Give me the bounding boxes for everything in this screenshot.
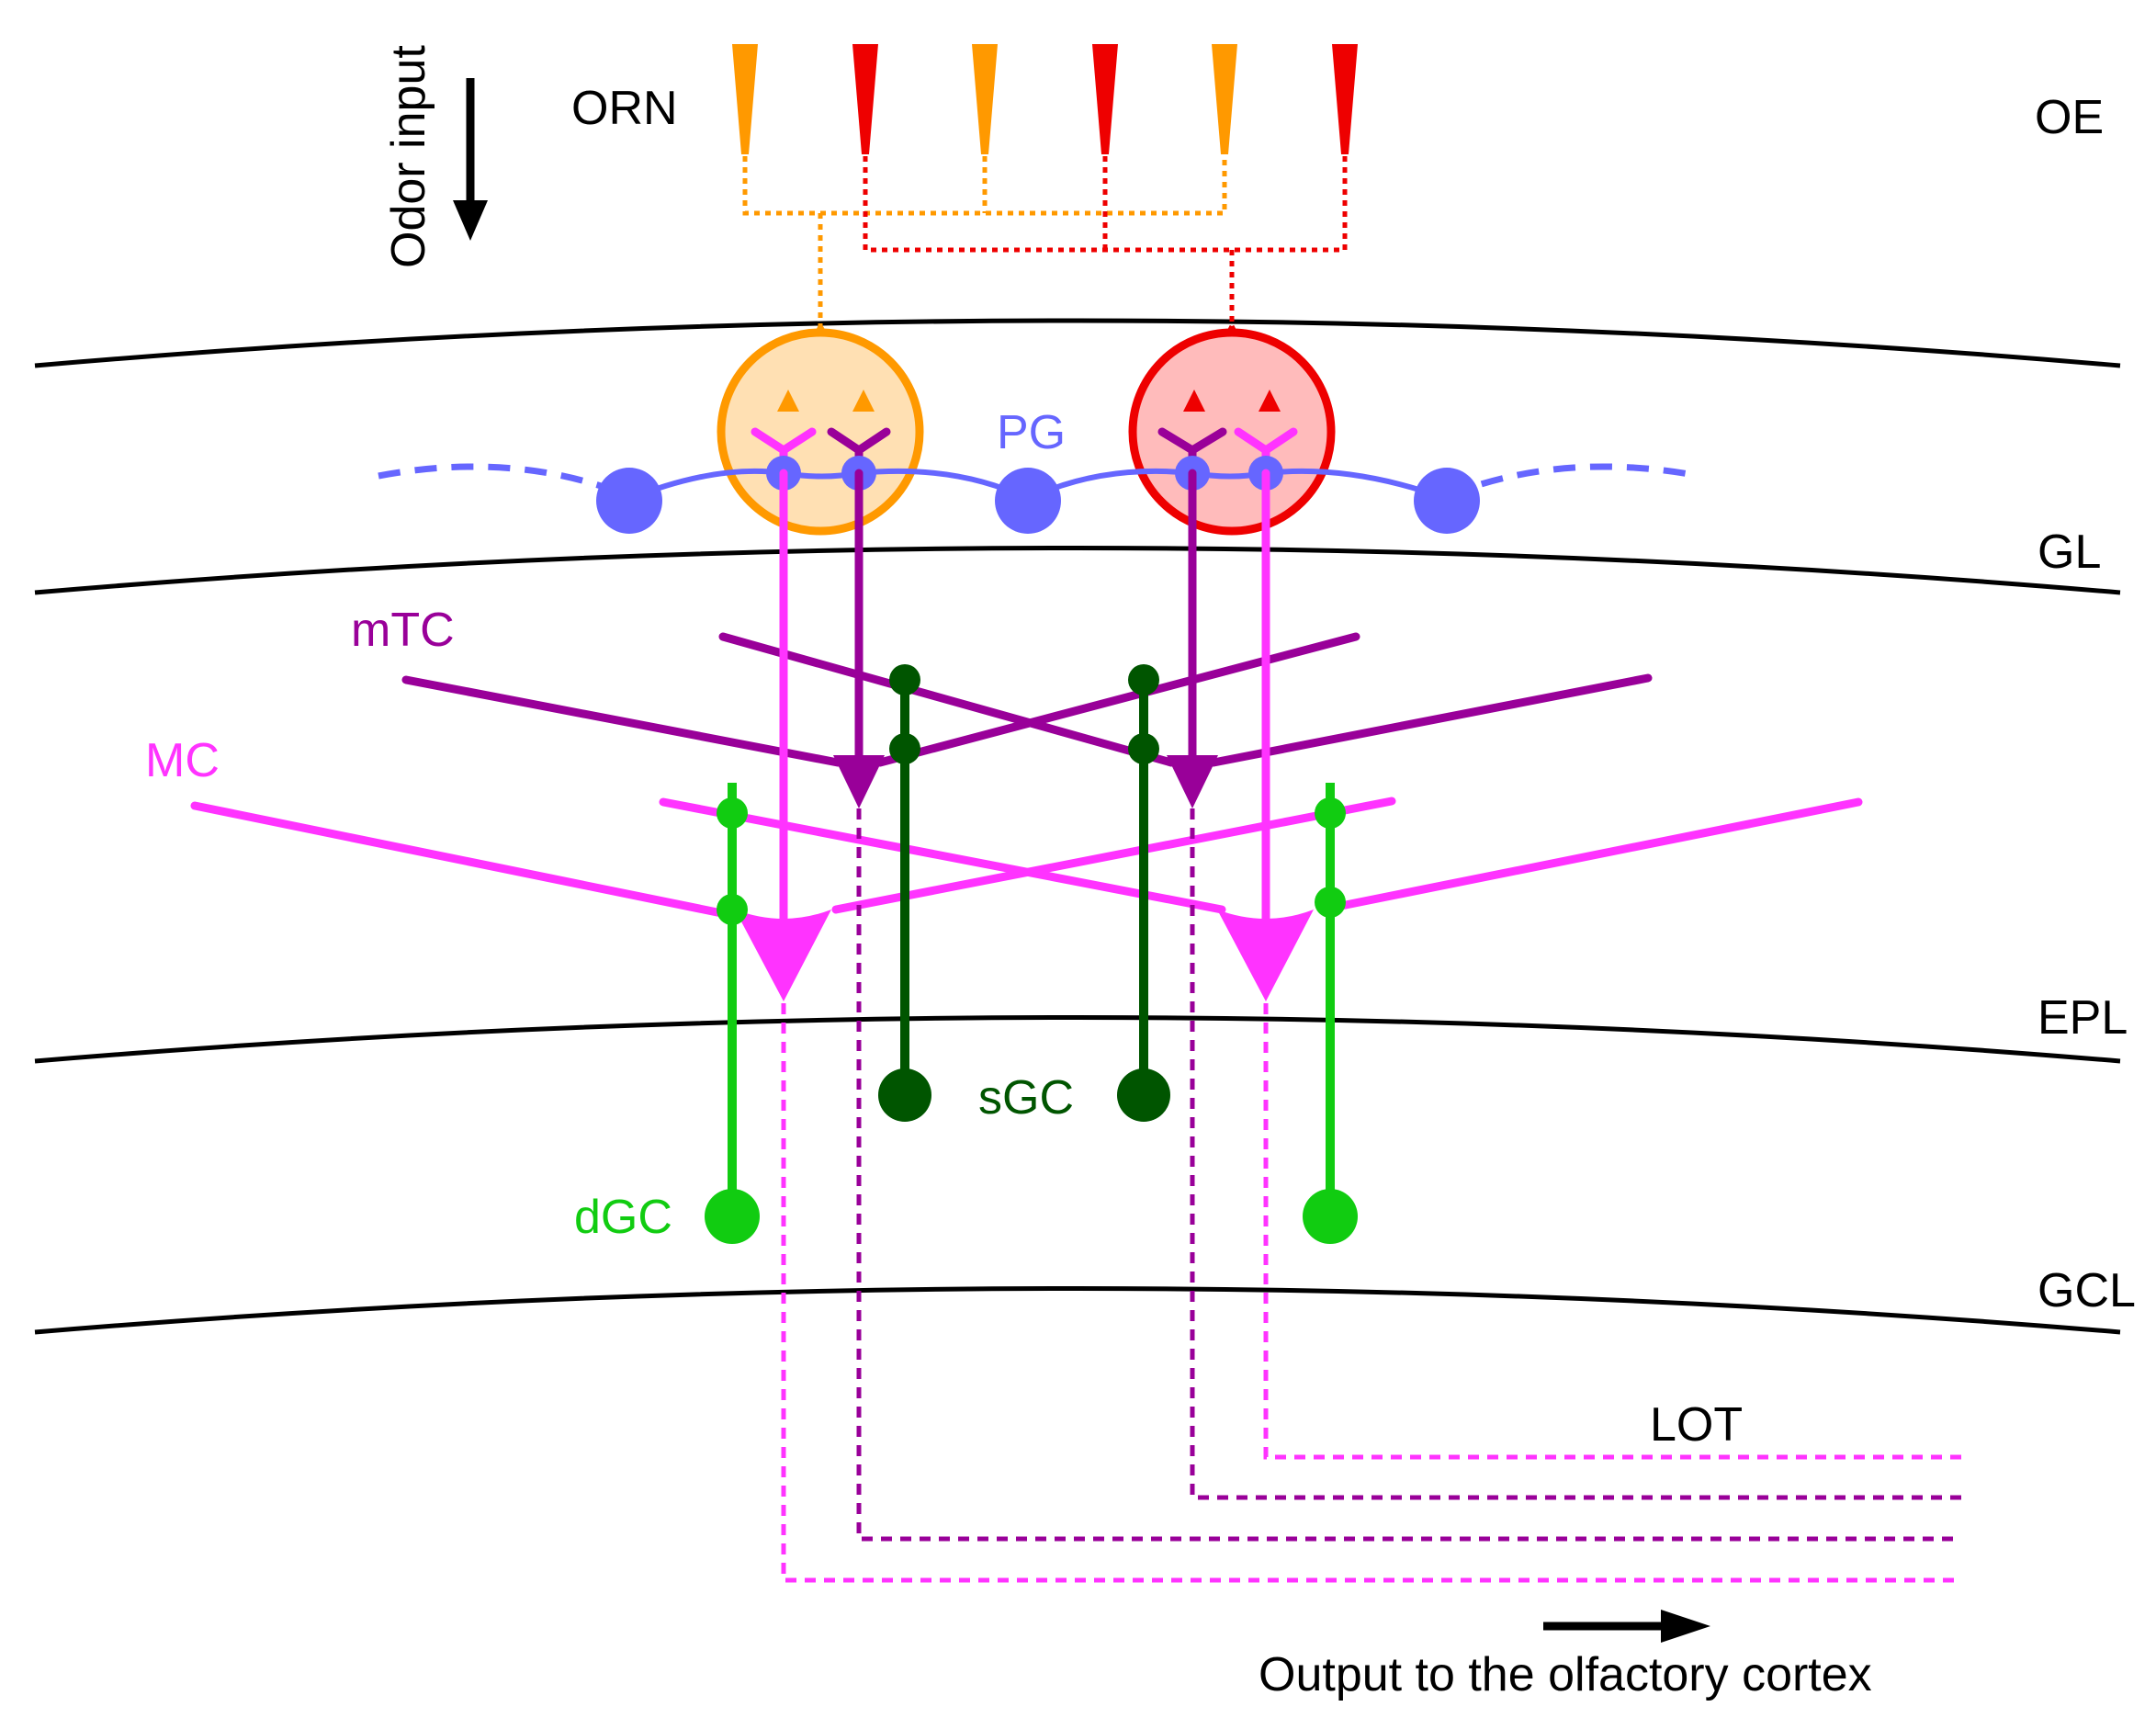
pg-label: PG: [997, 406, 1066, 459]
orn-red-2: [1092, 44, 1118, 154]
mc-label: MC: [145, 734, 220, 787]
mtc-left-lateral-1: [401, 675, 842, 767]
mc-left-lateral-1: [190, 801, 753, 923]
lot-axons: [781, 808, 1961, 1583]
dgc-soma-left: [705, 1189, 760, 1244]
mtc-right-lateral-1: [718, 632, 1176, 767]
boundary-epl-gcl: [34, 1015, 2121, 1064]
pg-cell-1: [596, 468, 662, 534]
mc-soma-right: [1217, 910, 1314, 1001]
output-arrow: [1543, 1610, 1710, 1643]
orn-red-1: [852, 44, 878, 154]
mtc-soma-right: [1167, 755, 1218, 808]
layer-label-gl: GL: [2037, 526, 2101, 579]
dgc-cells: [705, 783, 1358, 1244]
pg-solid-right: [1026, 468, 1449, 502]
sgc-soma-left: [878, 1068, 931, 1122]
mtc-cells: [401, 469, 1653, 776]
sgc-soma-right: [1117, 1068, 1170, 1122]
lot-label: LOT: [1650, 1398, 1743, 1452]
mc-soma-left: [735, 910, 831, 1001]
pg-solid-left: [627, 468, 1030, 502]
boundary-gcl-bottom: [34, 1286, 2121, 1335]
mtc-right-lateral-2: [1209, 673, 1653, 767]
orn-cells: [732, 44, 1358, 154]
dgc-label: dGC: [574, 1191, 672, 1244]
pg-dashed-left: [378, 463, 631, 500]
layer-labels: OE GL EPL GCL: [2035, 91, 2136, 1317]
orn-orange-2: [972, 44, 998, 154]
mc-left-lateral-2: [831, 797, 1396, 914]
boundary-oe-gl: [34, 318, 2121, 368]
pg-cell-2: [995, 468, 1061, 534]
lot-axon-mtc-left: [856, 808, 1961, 1542]
mc-cells: [190, 469, 1863, 932]
layer-boundaries: [34, 318, 2121, 1335]
layer-label-oe: OE: [2035, 91, 2104, 144]
lot-axon-mc-right: [1263, 1003, 1961, 1460]
pg-network: [378, 456, 1700, 534]
layer-label-epl: EPL: [2037, 991, 2128, 1045]
mtc-label: mTC: [351, 604, 455, 657]
odor-input: Odor input: [382, 45, 488, 268]
orn-orange-1: [732, 44, 758, 154]
dgc-soma-right: [1303, 1189, 1358, 1244]
orn-label: ORN: [571, 82, 678, 135]
odor-input-label: Odor input: [382, 45, 435, 268]
output-label: Output to the olfactory cortex: [1259, 1648, 1872, 1701]
orn-red-3: [1332, 44, 1358, 154]
sgc-label: sGC: [978, 1071, 1074, 1125]
sgc-cells: [878, 664, 1170, 1122]
odor-input-arrow-head: [453, 200, 488, 241]
pg-dashed-right: [1445, 463, 1700, 500]
lot-axon-mtc-right: [1190, 808, 1961, 1500]
pg-cell-3: [1414, 468, 1480, 534]
mc-right-lateral-2: [1318, 797, 1863, 914]
mtc-left-lateral-2: [875, 632, 1360, 767]
mtc-soma-left: [833, 755, 885, 808]
mc-right-lateral-1: [659, 797, 1226, 914]
layer-label-gcl: GCL: [2037, 1264, 2136, 1317]
boundary-gl-epl: [34, 546, 2121, 595]
orn-orange-3: [1212, 44, 1237, 154]
